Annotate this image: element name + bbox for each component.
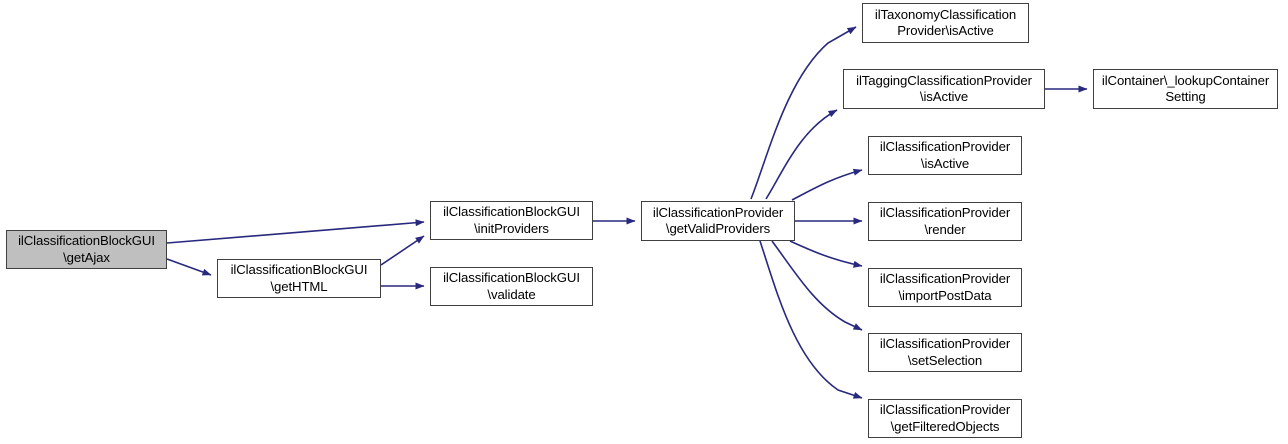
node-classificationProvider-getFilteredObjects[interactable]: ilClassificationProvider \getFilteredObj…	[868, 399, 1022, 438]
node-label-line2: \setSelection	[907, 352, 983, 368]
node-label-line1: ilClassificationBlockGUI	[443, 270, 580, 285]
node-getAjax[interactable]: ilClassificationBlockGUI \getAjax	[6, 230, 167, 269]
node-label-line2: \isActive	[919, 89, 969, 104]
node-label-line1: ilClassificationBlockGUI	[443, 204, 580, 219]
edge-getAjax-initProviders	[166, 219, 425, 244]
edge-getValidProviders-taggingIsActive	[765, 109, 838, 200]
node-label-line2: \getFilteredObjects	[890, 418, 1000, 434]
node-taxonomyClassificationProvider-isActive[interactable]: ilTaxonomyClassification Provider\isActi…	[862, 3, 1029, 43]
edge-getValidProviders-providerImportPostData	[789, 240, 863, 268]
node-validate[interactable]: ilClassificationBlockGUI \validate	[430, 267, 593, 306]
node-label-line1: ilClassificationProvider	[652, 204, 784, 220]
node-label-line2: \validate	[487, 286, 536, 302]
node-label-line1: ilContainer\_lookupContainer	[1101, 72, 1270, 88]
node-label-line1: ilClassificationProvider	[879, 205, 1011, 220]
node-label-line1: ilTaxonomyClassification	[874, 6, 1017, 22]
node-classificationProvider-render[interactable]: ilClassificationProvider \render	[868, 202, 1022, 241]
node-ilContainer-lookupContainerSetting[interactable]: ilContainer\_lookupContainer Setting	[1093, 69, 1278, 109]
node-label-line2: \importPostData	[898, 287, 992, 303]
node-label-line2: \getAjax	[63, 249, 110, 265]
node-label-line1: ilTaggingClassificationProvider	[856, 72, 1032, 88]
node-label-line1: ilClassificationProvider	[879, 271, 1011, 286]
node-initProviders[interactable]: ilClassificationBlockGUI \initProviders	[430, 201, 593, 240]
node-label-line1: ilClassificationProvider	[879, 336, 1011, 351]
node-label-line2: Setting	[1165, 89, 1206, 104]
node-taggingClassificationProvider-isActive[interactable]: ilTaggingClassificationProvider \isActiv…	[843, 69, 1045, 109]
node-label-line2: \initProviders	[474, 220, 549, 236]
node-label-line2: \getHTML	[270, 278, 328, 294]
node-classificationProvider-importPostData[interactable]: ilClassificationProvider \importPostData	[868, 268, 1022, 307]
node-label-line2: \render	[924, 221, 966, 237]
node-getValidProviders[interactable]: ilClassificationProvider \getValidProvid…	[641, 201, 795, 241]
node-label-line2: \isActive	[920, 155, 970, 171]
node-label-line1: ilClassificationProvider	[879, 139, 1011, 154]
node-label-line2: \getValidProviders	[665, 221, 771, 236]
node-label-line1: ilClassificationBlockGUI	[18, 233, 155, 248]
node-getHTML[interactable]: ilClassificationBlockGUI \getHTML	[217, 259, 381, 298]
node-label-line1: ilClassificationProvider	[879, 402, 1011, 417]
edge-getValidProviders-taxonomyIsActive	[750, 26, 857, 200]
node-classificationProvider-isActive[interactable]: ilClassificationProvider \isActive	[868, 136, 1022, 175]
edge-getValidProviders-providerGetFilteredObjects	[759, 240, 863, 399]
edge-getValidProviders-providerIsActive	[791, 168, 863, 201]
node-classificationProvider-setSelection[interactable]: ilClassificationProvider \setSelection	[868, 333, 1022, 372]
edge-getAjax-getHTML	[166, 258, 212, 276]
edge-getHTML-initProviders	[380, 235, 425, 266]
edge-getValidProviders-providerSetSelection	[771, 240, 863, 331]
node-label-line1: ilClassificationBlockGUI	[230, 262, 368, 277]
node-label-line2: Provider\isActive	[897, 23, 994, 38]
